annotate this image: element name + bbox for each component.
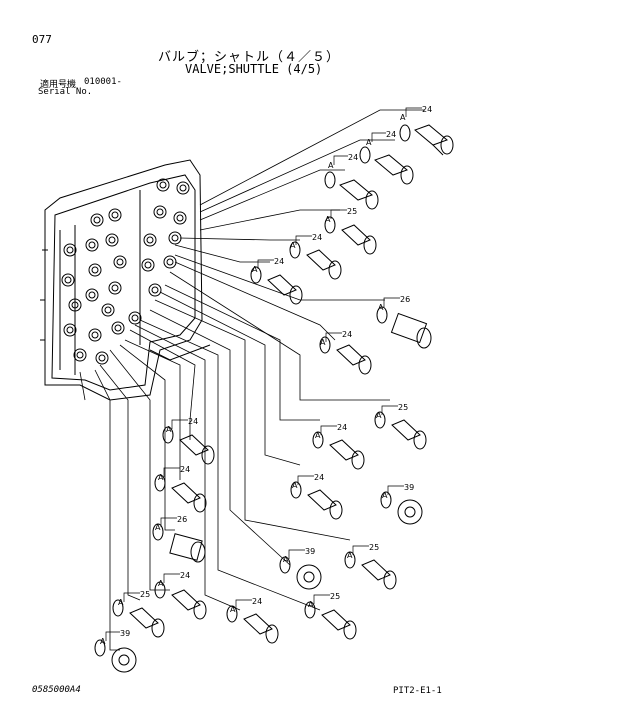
callout: A 25 (118, 590, 150, 607)
svg-text:39: 39 (120, 629, 130, 638)
callout: A 24 (292, 473, 324, 490)
svg-text:A: A (158, 579, 164, 588)
svg-text:24: 24 (188, 417, 198, 426)
callout: A 24 (315, 423, 347, 440)
svg-text:A: A (347, 551, 353, 560)
callout: A 25 (308, 592, 340, 609)
document-code: 0585000A4 (32, 685, 81, 695)
svg-text:A: A (320, 338, 326, 347)
callout: A 39 (100, 629, 130, 646)
svg-text:A: A (283, 555, 289, 564)
page-number: 077 (32, 33, 52, 46)
svg-text:26: 26 (177, 515, 187, 524)
svg-text:24: 24 (342, 330, 352, 339)
callout: A 26 (155, 515, 187, 532)
svg-text:A: A (252, 265, 258, 274)
callout: A 24 (230, 597, 262, 614)
svg-text:A: A (382, 491, 388, 500)
svg-text:A: A (100, 637, 106, 646)
svg-text:A: A (292, 481, 298, 490)
svg-text:A: A (400, 113, 406, 122)
svg-text:24: 24 (180, 465, 190, 474)
svg-text:A: A (118, 598, 124, 607)
svg-text:A: A (166, 425, 172, 434)
serial-label: Serial No. (38, 87, 93, 97)
callout: A 26 (378, 295, 410, 312)
title-japanese: バルブ；シャトル（４／５） (158, 50, 341, 65)
svg-text:39: 39 (305, 547, 315, 556)
svg-text:25: 25 (369, 543, 379, 552)
callout: A 39 (283, 547, 315, 564)
callout: A 24 (158, 571, 190, 588)
serial-range: 010001- (84, 77, 122, 87)
callout: A 25 (376, 403, 408, 420)
svg-text:A: A (155, 523, 161, 532)
svg-text:A: A (230, 605, 236, 614)
applicable-model-label: 適用号機 (40, 80, 77, 90)
callout: A 24 (290, 233, 322, 250)
svg-text:A: A (366, 138, 372, 147)
fittings (94, 124, 454, 673)
svg-text:39: 39 (404, 483, 414, 492)
svg-text:25: 25 (347, 207, 357, 216)
svg-text:A: A (308, 600, 314, 609)
svg-text:A: A (158, 473, 164, 482)
svg-text:A: A (328, 161, 334, 170)
svg-text:25: 25 (398, 403, 408, 412)
leader-lines (79, 109, 425, 651)
svg-text:A: A (378, 303, 384, 312)
callout: A 24 (252, 257, 284, 274)
title-english: VALVE;SHUTTLE (4/5) (185, 62, 323, 76)
svg-text:24: 24 (386, 130, 396, 139)
svg-text:26: 26 (400, 295, 410, 304)
callout-labels: A24 A24 A24 A25 A24 A24 A26 A24 A25 A24 … (100, 105, 432, 646)
callout: A 24 (366, 130, 396, 147)
svg-text:A: A (315, 431, 321, 440)
callout: A 25 (325, 207, 357, 224)
svg-text:25: 25 (140, 590, 150, 599)
block-ports (61, 178, 190, 365)
callout: A 24 (158, 465, 190, 482)
svg-text:24: 24 (252, 597, 262, 606)
callout: A 39 (382, 483, 414, 500)
svg-text:24: 24 (180, 571, 190, 580)
svg-text:24: 24 (348, 153, 358, 162)
callout: A 24 (320, 330, 352, 347)
valve-block (40, 159, 211, 401)
svg-text:24: 24 (274, 257, 284, 266)
svg-text:24: 24 (314, 473, 324, 482)
svg-text:A: A (376, 411, 382, 420)
callout: A 24 (328, 153, 358, 170)
callout: A 24 (400, 105, 432, 122)
svg-text:24: 24 (312, 233, 322, 242)
callout: A 25 (347, 543, 379, 560)
figure-code: PIT2-E1-1 (393, 686, 442, 696)
svg-text:24: 24 (422, 105, 432, 114)
svg-text:24: 24 (337, 423, 347, 432)
svg-text:A: A (290, 241, 296, 250)
svg-text:25: 25 (330, 592, 340, 601)
svg-text:A: A (325, 215, 331, 224)
callout: A 24 (166, 417, 198, 434)
